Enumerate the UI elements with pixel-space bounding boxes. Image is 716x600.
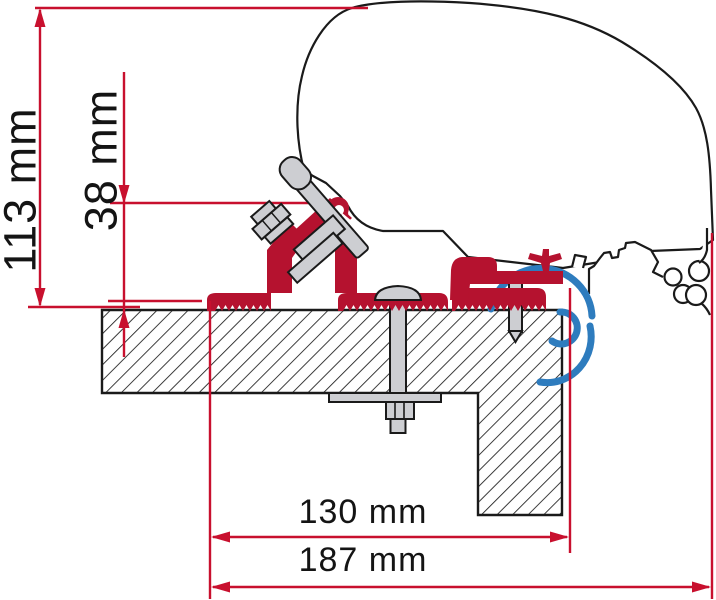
arrow-left-icon: [211, 531, 230, 543]
backing-plate: [328, 392, 442, 403]
awning-case-body: [296, 0, 715, 270]
wall-edge-bottom: [700, 302, 712, 316]
screw-tip: [507, 330, 524, 344]
rail-bracket-right: [450, 249, 563, 311]
label-total-height: 113 mm: [0, 107, 46, 273]
clamp-washer: [263, 215, 295, 246]
dimension-130mm: [208, 288, 572, 599]
bolt-shaft: [389, 295, 407, 397]
rail-hook-arc: [548, 308, 581, 348]
bolt-end: [389, 418, 407, 434]
arrow-up-icon: [118, 309, 130, 328]
clamp-angle-lower: [286, 231, 344, 285]
rail-lower-arc: [536, 322, 595, 387]
label-bracket-height: 38 mm: [75, 88, 127, 232]
awning-case-outline: [296, 0, 715, 316]
arrow-left-icon: [211, 581, 230, 593]
wall-edge-top: [698, 228, 709, 264]
arrow-up-icon: [34, 8, 46, 27]
rail-bracket-clip: [528, 249, 562, 271]
wall-profile-circle: [684, 283, 708, 307]
rail-bracket-base: [452, 288, 546, 311]
arrow-down-icon: [34, 288, 46, 307]
label-total-width: 187 mm: [298, 541, 428, 579]
clamp-knob: [278, 156, 313, 191]
hex-head-facets: [261, 212, 282, 232]
caravan-wall-profile: [587, 240, 664, 294]
bolt-dome-washer: [373, 284, 423, 301]
label-bracket-width: 130 mm: [298, 493, 428, 531]
wall-rail-tongue: [570, 253, 588, 269]
hex-nut: [385, 401, 415, 420]
arrow-down-icon: [118, 185, 130, 204]
arrow-right-icon: [692, 581, 711, 593]
dimension-38mm: [108, 72, 333, 357]
rail-bracket-arm: [450, 257, 563, 300]
clamp-hardware: [249, 156, 423, 301]
bracket-foot-left: [207, 293, 271, 311]
arrow-right-icon: [550, 531, 569, 543]
hex-nut-facets: [394, 402, 405, 419]
wall-profile-circle: [687, 259, 711, 283]
dimension-187mm: [211, 233, 714, 599]
wall-profile-circle: [663, 267, 683, 287]
dimension-113mm: [28, 6, 368, 309]
